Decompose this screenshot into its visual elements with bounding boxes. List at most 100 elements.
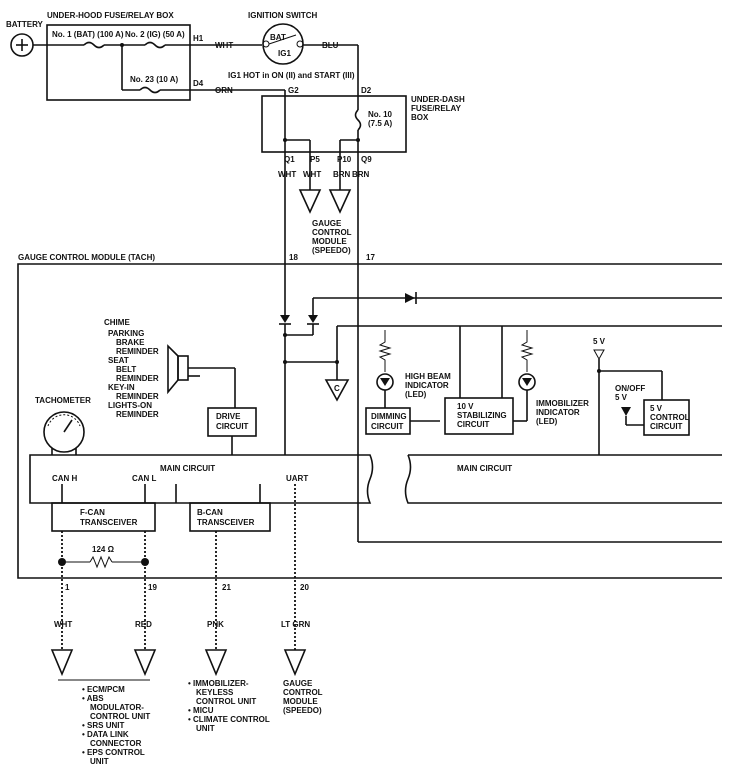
orn-label: ORN: [215, 86, 233, 95]
c-label: C: [334, 384, 340, 393]
output-list-speedo: GAUGE CONTROL MODULE (SPEEDO): [283, 679, 323, 715]
drive-circuit-2: CIRCUIT: [216, 422, 249, 431]
dimming-2: CIRCUIT: [371, 422, 404, 431]
pin-17-label: 17: [366, 253, 375, 262]
ig1-terminal-label: IG1: [278, 49, 291, 58]
output-list-ecm: • ECM/PCM • ABS MODULATOR- CONTROL UNIT …: [82, 685, 150, 766]
fuse10-symbol: [354, 109, 362, 131]
ctrl5v-3: CIRCUIT: [650, 422, 683, 431]
chime-title: CHIME: [104, 318, 130, 327]
speedo-module-4: (SPEEDO): [312, 246, 351, 255]
c-connector: [324, 379, 350, 402]
stab-3: CIRCUIT: [457, 420, 490, 429]
fuse1-symbol: [83, 41, 105, 49]
chime-item: REMINDER: [116, 347, 159, 356]
list-item: (SPEEDO): [283, 706, 322, 715]
five-v-control-circuit-box: [643, 399, 690, 436]
five-v-supply-icon: [593, 349, 605, 361]
chime-item: REMINDER: [116, 374, 159, 383]
tachometer-label: TACHOMETER: [35, 396, 91, 405]
chime-item: REMINDER: [116, 392, 159, 401]
chime-item: LIGHTS-ON: [108, 401, 152, 410]
list-item: • DATA LINK: [82, 730, 129, 739]
high-beam-3: (LED): [405, 390, 427, 399]
blu-label: BLU: [322, 41, 339, 50]
battery-label: BATTERY: [6, 20, 44, 29]
fuse1-label: No. 1 (BAT) (100 A): [52, 30, 124, 39]
list-item: UNIT: [196, 724, 215, 733]
d2-label: D2: [361, 86, 372, 95]
tachometer-gauge-icon: [43, 411, 85, 455]
main-circuit-box-right: [404, 454, 722, 504]
pin-20-label: 20: [300, 583, 309, 592]
fuse2-label: No. 2 (IG) (50 A): [125, 30, 185, 39]
color-p10: BRN: [333, 170, 351, 179]
speedo-connector-p5: [298, 189, 322, 214]
pin-p5: P5: [310, 155, 320, 164]
speedo-module-2: CONTROL: [312, 228, 352, 237]
wht-label: WHT: [215, 41, 233, 50]
g2-label: G2: [288, 86, 299, 95]
fcan-2: TRANSCEIVER: [80, 518, 138, 527]
module-title: GAUGE CONTROL MODULE (TACH): [18, 253, 155, 262]
fuse23-symbol: [139, 86, 161, 94]
resistor-symbol: [89, 555, 113, 569]
onoff-2: 5 V: [615, 393, 628, 402]
stab-2: STABILIZING: [457, 411, 507, 420]
ignition-switch-title: IGNITION SWITCH: [248, 11, 318, 20]
fuse10-label-2: (7.5 A): [368, 119, 392, 128]
bcan-2: TRANSCEIVER: [197, 518, 255, 527]
pin-p10: P10: [337, 155, 352, 164]
list-item: • SRS UNIT: [82, 721, 124, 730]
fuse10-label-1: No. 10: [368, 110, 393, 119]
underdash-title-1: UNDER-DASH: [411, 95, 465, 104]
list-item: CONTROL UNIT: [196, 697, 256, 706]
color-q1: WHT: [278, 170, 296, 179]
fuse2-symbol: [144, 41, 166, 49]
dimming-1: DIMMING: [371, 412, 407, 421]
fuse23-label: No. 23 (10 A): [130, 75, 178, 84]
wire-color-lt-grn: LT GRN: [281, 620, 310, 629]
speedo-module-1: GAUGE: [312, 219, 342, 228]
list-item: • ABS: [82, 694, 104, 703]
pin-19-label: 19: [148, 583, 157, 592]
uart-label: UART: [286, 474, 308, 483]
speaker-icon: [167, 344, 189, 395]
list-item: MODULATOR-: [90, 703, 144, 712]
stabilizing-circuit-box: [444, 397, 514, 435]
chime-item: BELT: [116, 365, 136, 374]
resistor-label: 124 Ω: [92, 545, 115, 554]
underhood-box: [46, 24, 191, 101]
main-circuit-right-label: MAIN CIRCUIT: [457, 464, 512, 473]
speedo-connector-p10: [328, 189, 352, 214]
list-item: • ECM/PCM: [82, 685, 125, 694]
chime-item: PARKING: [108, 329, 144, 338]
list-item: • MICU: [188, 706, 214, 715]
list-item: CONNECTOR: [90, 739, 142, 748]
drive-circuit-1: DRIVE: [216, 412, 241, 421]
list-item: GAUGE: [283, 679, 313, 688]
connector-20: [283, 649, 307, 677]
fcan-1: F-CAN: [80, 508, 105, 517]
immob-3: (LED): [536, 417, 558, 426]
list-item: UNIT: [90, 757, 109, 766]
stab-1: 10 V: [457, 402, 474, 411]
high-beam-1: HIGH BEAM: [405, 372, 451, 381]
immobilizer-led-icon: [518, 330, 536, 421]
list-item: • EPS CONTROL: [82, 748, 145, 757]
main-circuit-box-left: [29, 454, 374, 504]
list-item: CONTROL UNIT: [90, 712, 150, 721]
main-circuit-left-label: MAIN CIRCUIT: [160, 464, 215, 473]
underdash-title-2: FUSE/RELAY: [411, 104, 462, 113]
immob-1: IMMOBILIZER: [536, 399, 589, 408]
list-item: CONTROL: [283, 688, 323, 697]
chime-item: BRAKE: [116, 338, 145, 347]
can-h-label: CAN H: [52, 474, 78, 483]
wire-color-pnk: PNK: [207, 620, 224, 629]
module-frame: [17, 263, 722, 579]
high-beam-led-icon: [376, 330, 394, 408]
connector-1: [50, 649, 74, 677]
five-v-label: 5 V: [593, 337, 606, 346]
high-beam-2: INDICATOR: [405, 381, 449, 390]
